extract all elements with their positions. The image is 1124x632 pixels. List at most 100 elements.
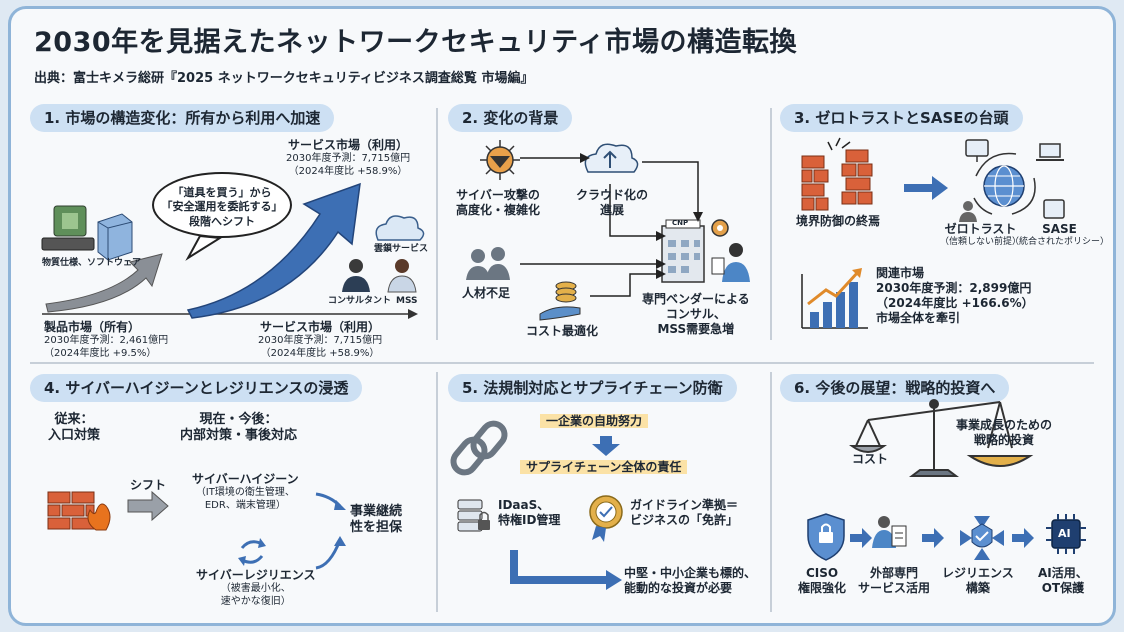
mss-operator-icon [387,259,417,293]
label-line: 関連市場 [876,266,925,280]
section-6-heading: 6. 今後の展望：戦略的投資へ [780,374,1010,402]
market-growth: （2024年度比 +9.5%） [44,347,157,359]
right-arrow [904,176,948,200]
down-arrow [592,436,620,456]
resilience-block: サイバーレジリエンス （被害最小化、 速やかな復旧） [196,568,316,608]
cloud-service-label: 雲鎖サービス [374,244,429,254]
outsourcing-icon [872,516,907,548]
label-line: 現在・今後： [199,412,278,427]
self-help-label: 一企業の自助努力 [540,414,649,429]
cloud-icon [375,215,425,241]
divider [436,108,438,340]
label-line: 進展 [600,203,625,217]
step-resilience-label: レジリエンス 構築 [942,566,1014,596]
consultant-icon [342,259,370,292]
label-line: 構築 [965,581,990,595]
step-ai-ot-label: AI活用、 OT保護 [1038,566,1088,596]
related-market-text: 関連市場 2030年度予測：2,899億円 （2024年度比 +166.6%） … [876,266,1034,326]
label-line: クラウド化の [576,188,649,202]
section-5-heading: 5. 法規制対応とサプライチェーン防衛 [448,374,737,402]
label-line: サービス活用 [858,581,931,595]
ai-chip-text: AI [1058,527,1071,540]
highlight-text: 一企業の自助努力 [540,414,649,428]
software-box-icon [97,213,133,261]
market-growth: （2024年度比 +58.9%） [260,347,380,359]
step-outsourcing-label: 外部専門 サービス活用 [858,566,930,596]
label-line: AI活用、 [1038,566,1088,580]
chain-link-icon [450,420,508,476]
sase-label: SASE （統合されたポリシー） [1010,222,1109,248]
broken-wall-icon [801,149,873,211]
market-growth: （2024年度比 +58.9%） [288,165,408,177]
consultant-label: コンサルタント [328,296,392,306]
continuity-label: 事業継続 性を担保 [350,504,402,537]
vendor-building-icon [661,219,705,283]
label-line: 戦略的投資 [974,433,1035,447]
label-line: 2030年度予測：2,899億円 [876,281,1032,295]
step-arrow [850,528,872,548]
cyber-attack-label: サイバー攻撃の 高度化・複雑化 [456,188,540,218]
baseline-arrowhead [408,309,418,319]
hardware-icon [41,205,95,251]
upload-arrow-icon [603,150,617,168]
label-line: 権限強化 [798,581,847,595]
label-line: 外部専門 [870,566,919,580]
product-market: 製品市場（所有） 2030年度予測：2,461億円 （2024年度比 +9.5%… [44,320,168,360]
hardware-software-label: 物質仕様、ソフトウェア [42,258,142,268]
mss-label: MSS [396,296,418,306]
label-line: 従来： [54,412,94,427]
cost-label: コスト最適化 [526,324,599,338]
label-line: レジリエンス [942,566,1014,580]
step-arrow [922,528,944,548]
cost-coin-icon [539,281,581,321]
cycle-arrows [973,152,1036,215]
label-line: 入口対策 [48,428,101,444]
label-line: 市場全体を牽引 [876,311,961,325]
past-label: 従来： 入口対策 [48,412,100,445]
guideline-label: ガイドライン準拠＝ ビジネスの「免許」 [630,498,738,528]
server-stack-icon [457,499,490,532]
elbow-arrow [510,550,610,584]
globe-icon [983,165,1025,207]
market-name: サービス市場（利用） [288,138,409,152]
label-line: ビジネスの「免許」 [630,513,739,527]
divider [30,362,1094,364]
label-line: IDaaS、 [498,498,550,512]
divider [770,372,772,612]
shift-arrow [127,490,169,522]
shift-label: シフト [130,478,167,492]
label-line: ゼロトラスト [944,222,1017,236]
section-2-heading: 2. 変化の背景 [448,104,573,132]
laptop-icon [1039,143,1061,158]
market-name: サービス市場（利用） [260,320,381,334]
divider [770,108,772,340]
label-line: SASE [1042,222,1077,236]
label-line: CISO [805,566,839,580]
now-label: 現在・今後： 内部対策・事後対応 [180,412,297,445]
speech-bubble: 「道具を買う」から 「安全運用を委託する」 段階へシフト [152,172,292,238]
ai-chip-icon [1046,514,1086,554]
supply-chain-label: サプライチェーン全体の責任 [520,460,688,475]
label-line: （IT環境の衛生管理、 [195,487,295,498]
label-line: 能動的な投資が必要 [624,581,733,595]
talent-shortage-icon [466,247,510,280]
cloud-upload-icon [584,143,639,173]
server-icon [1043,199,1065,219]
label-line: （統合されたポリシー） [1010,237,1110,247]
market-name: 製品市場（所有） [44,320,141,334]
bubble-line: 「道具を買う」から [172,186,272,199]
label-line: （信頼しない前提） [940,237,1022,247]
product-growth-arrow [45,253,163,313]
label-line: 特権ID管理 [498,513,561,527]
hygiene-block: サイバーハイジーン （IT環境の衛生管理、 EDR、端末管理） [192,472,299,512]
market-forecast: 2030年度予測：7,715億円 [258,335,383,346]
certification-badge-icon [589,495,623,542]
flow-line [590,273,656,297]
bubble-line: 段階へシフト [189,214,255,228]
label-line: コンサル、 [665,307,726,321]
